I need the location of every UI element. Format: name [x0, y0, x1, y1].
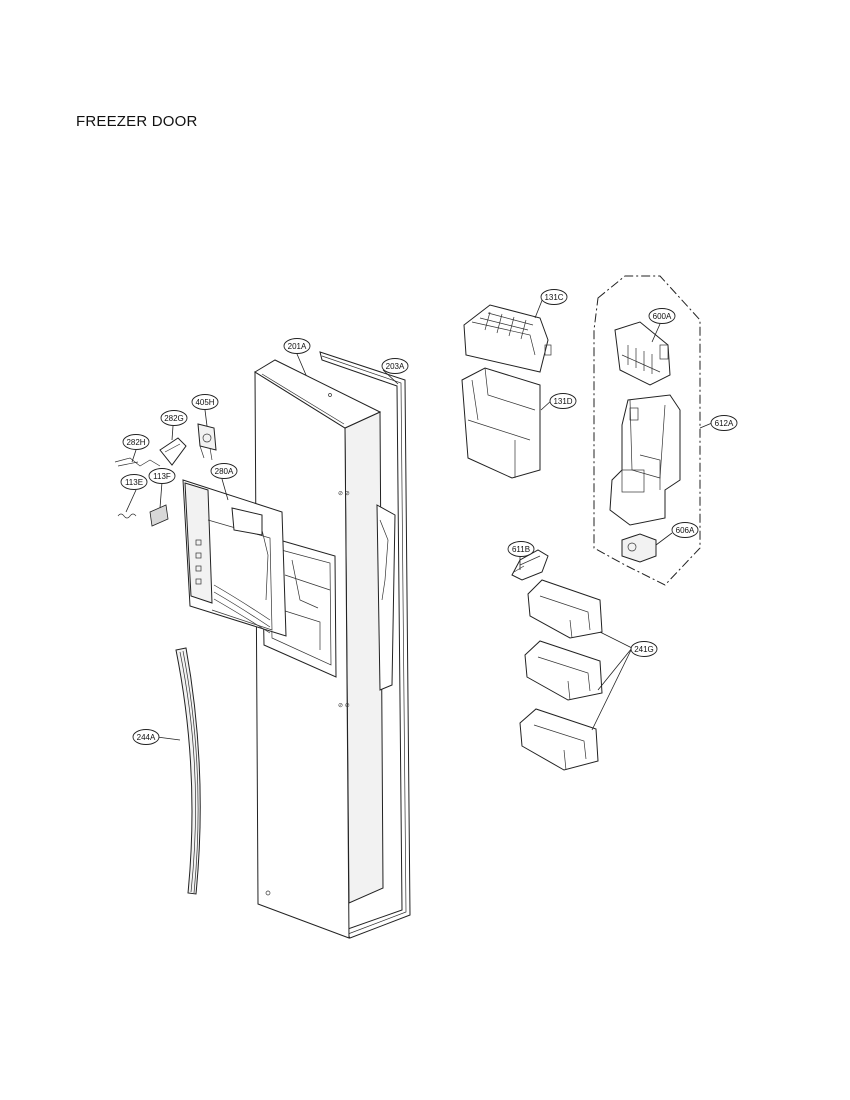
- callout-131D: 131D: [549, 393, 577, 409]
- svg-text:131D: 131D: [553, 397, 572, 406]
- callout-606A: 606A: [671, 522, 699, 538]
- door-basket-bottom-part: [519, 708, 599, 771]
- svg-text:113F: 113F: [153, 472, 171, 481]
- leader-lines: [125, 297, 713, 741]
- svg-text:203A: 203A: [386, 362, 405, 371]
- lever-282G-part: [159, 437, 187, 466]
- icemaker-part: [614, 321, 671, 386]
- ice-bin-part: [461, 367, 541, 479]
- svg-text:113E: 113E: [125, 478, 143, 487]
- callout-113E: 113E: [120, 474, 148, 490]
- svg-text:244A: 244A: [137, 733, 156, 742]
- door-basket-middle-part: [524, 640, 603, 701]
- callout-244A: 244A: [132, 729, 160, 745]
- bracket-113F-part: [149, 504, 169, 527]
- svg-text:131C: 131C: [544, 293, 563, 302]
- motor-606A-part: [621, 533, 657, 563]
- svg-text:201A: 201A: [288, 342, 307, 351]
- door-basket-top-part: [527, 579, 603, 639]
- svg-text:606A: 606A: [676, 526, 695, 535]
- callout-282G: 282G: [160, 410, 188, 426]
- callout-241G: 241G: [630, 641, 658, 657]
- svg-text:282G: 282G: [164, 414, 184, 423]
- svg-text:⊘ ⊘: ⊘ ⊘: [338, 491, 350, 497]
- svg-text:612A: 612A: [715, 419, 734, 428]
- callout-282H: 282H: [122, 434, 150, 450]
- callout-611B: 611B: [507, 541, 535, 557]
- callout-201A: 201A: [283, 338, 311, 354]
- ice-bin-cover-part: [463, 304, 552, 373]
- svg-text:600A: 600A: [653, 312, 672, 321]
- callout-113F: 113F: [148, 468, 176, 484]
- callout-612A: 612A: [710, 415, 738, 431]
- callout-280A: 280A: [210, 463, 238, 479]
- icemaker-housing-part: [609, 394, 681, 526]
- callout-131C: 131C: [540, 289, 568, 305]
- callout-405H: 405H: [191, 394, 219, 410]
- spring-282H-part: [114, 457, 161, 467]
- icemaker-assembly-outline: [593, 275, 701, 586]
- svg-text:611B: 611B: [512, 545, 530, 554]
- callout-600A: 600A: [648, 308, 676, 324]
- svg-text:282H: 282H: [126, 438, 145, 447]
- callout-203A: 203A: [381, 358, 409, 374]
- page-title: FREEZER DOOR: [76, 113, 198, 130]
- door-handle-part: [175, 647, 201, 895]
- dispenser-cover-part: [182, 479, 287, 637]
- spring-113E-part: [117, 513, 137, 519]
- svg-text:280A: 280A: [215, 467, 234, 476]
- freezer-door-part: ⊘ ⊘ ⊘ ⊘: [254, 359, 396, 939]
- svg-text:241G: 241G: [634, 645, 654, 654]
- svg-text:⊘ ⊘: ⊘ ⊘: [338, 703, 350, 709]
- switch-405H-part: [197, 423, 217, 461]
- svg-text:405H: 405H: [195, 398, 214, 407]
